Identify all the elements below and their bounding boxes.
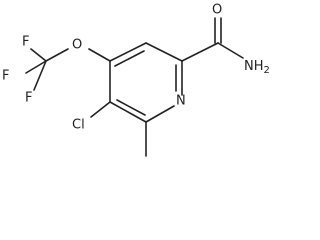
bond-c2-c3 (109, 42, 147, 62)
bond-c4-c5-inner (116, 99, 146, 116)
bond-camide-n (217, 42, 244, 59)
label-amide-nh: NH (244, 59, 264, 74)
label-oxygen-ether: O (72, 38, 82, 53)
bond-c2-c1 (145, 42, 183, 62)
bond-c1-camide (181, 42, 219, 62)
bond-c5-n (145, 105, 175, 123)
bond-c2-c3-inner (114, 50, 145, 67)
chemical-structure-diagram: O NH2 N O F F F Cl (2, 3, 270, 157)
bond-c4-cl (90, 101, 111, 118)
label-ring-nitrogen: N (176, 94, 186, 109)
label-chlorine: Cl (72, 118, 85, 133)
bond-ccf3-f-top (30, 48, 47, 62)
label-fluorine-left: F (2, 69, 9, 84)
label-fluorine-top: F (22, 35, 29, 50)
bond-c4-c5 (109, 101, 147, 123)
bond-o-ccf3 (45, 48, 69, 62)
label-amide-nitrogen: NH2 (244, 59, 270, 77)
bond-c3-o (88, 48, 111, 62)
label-oxygen-carbonyl: O (212, 3, 222, 18)
label-fluorine-bottom: F (25, 91, 32, 106)
bond-ccf3-f-bottom (33, 60, 47, 91)
label-amide-subscript: 2 (264, 65, 270, 76)
bond-ccf3-f-left (25, 60, 47, 74)
